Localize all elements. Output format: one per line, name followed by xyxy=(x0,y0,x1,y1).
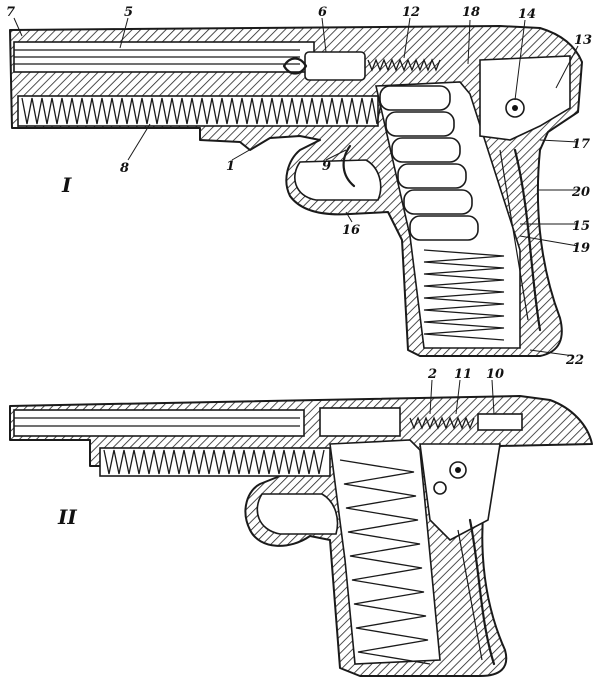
callout-15: 15 xyxy=(572,219,590,234)
grip-safety-view2 xyxy=(468,518,496,666)
firing-pin xyxy=(477,413,523,431)
leader-lines xyxy=(13,17,579,415)
callout-12: 12 xyxy=(402,5,420,20)
firing-pin-spring-view2 xyxy=(409,416,475,430)
callouts-view-2: 2 11 10 xyxy=(427,367,504,382)
callout-6: 6 xyxy=(318,5,327,20)
view-1-pistol xyxy=(9,25,583,357)
magazine-spring-view1 xyxy=(423,249,505,341)
callout-22: 22 xyxy=(565,353,584,368)
barrel-view2 xyxy=(13,409,305,437)
trigger xyxy=(342,144,356,188)
callout-5: 5 xyxy=(124,5,133,20)
lockwork-cavity-view2 xyxy=(419,443,501,541)
trigger-guard-opening xyxy=(294,159,382,201)
callout-14: 14 xyxy=(518,7,536,22)
grip-safety xyxy=(513,148,542,332)
callout-1: 1 xyxy=(226,159,235,174)
callout-19: 19 xyxy=(572,241,590,256)
callouts-view-1: 7 5 6 12 18 14 13 8 1 9 17 20 15 19 16 2… xyxy=(6,5,592,368)
firing-pin-spring xyxy=(367,58,441,72)
callout-8: 8 xyxy=(120,161,129,176)
callout-10: 10 xyxy=(486,367,504,382)
callout-17: 17 xyxy=(572,137,590,152)
trigger-guard-opening-view2 xyxy=(256,493,339,535)
view-2-pistol xyxy=(9,395,593,677)
callout-18: 18 xyxy=(462,5,480,20)
view-numeral-2: II xyxy=(57,505,77,529)
callout-16: 16 xyxy=(342,223,360,238)
recoil-spring xyxy=(21,97,383,125)
chamber-cartridge xyxy=(304,51,366,81)
recoil-spring-view2 xyxy=(103,449,325,475)
cartridge-stack xyxy=(379,85,479,241)
callout-20: 20 xyxy=(571,185,590,200)
view-numeral-1: I xyxy=(61,173,72,197)
breech-block xyxy=(319,407,401,437)
callout-13: 13 xyxy=(574,33,592,48)
callout-2: 2 xyxy=(427,367,437,382)
callout-7: 7 xyxy=(6,5,15,20)
slide-outline-view2 xyxy=(9,395,593,677)
magazine-spring-view2 xyxy=(339,459,431,665)
callout-11: 11 xyxy=(454,367,472,382)
callout-9: 9 xyxy=(322,159,331,174)
lockwork-cavity xyxy=(479,55,571,141)
